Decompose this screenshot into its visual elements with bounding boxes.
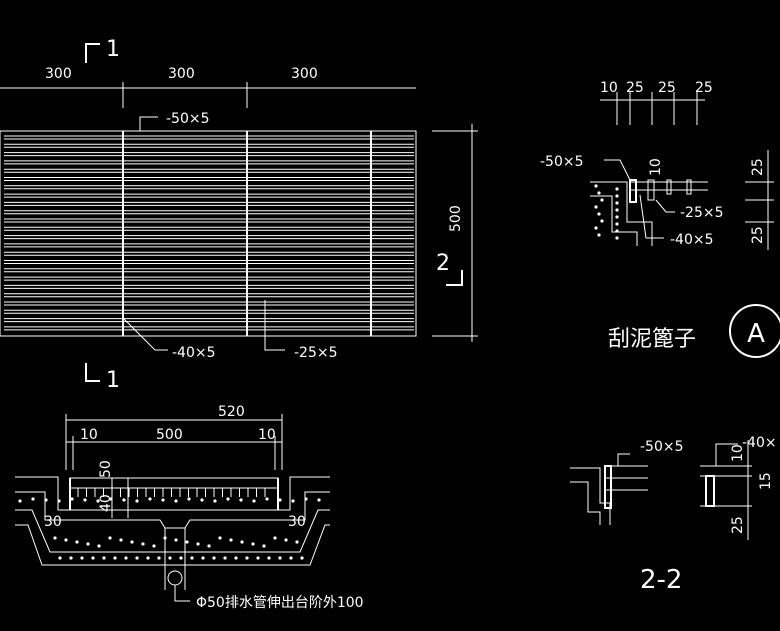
s2-bar-40x5 bbox=[705, 475, 715, 507]
trench-subbase-outline bbox=[15, 524, 330, 566]
section-2-2: -50×5 -40× 10 15 25 2-2 bbox=[570, 435, 777, 595]
svg-text:25: 25 bbox=[730, 516, 746, 534]
svg-text:25: 25 bbox=[750, 226, 766, 244]
detail-callout-letter: A bbox=[747, 319, 765, 349]
svg-text:-50×5: -50×5 bbox=[540, 154, 584, 170]
svg-text:25: 25 bbox=[658, 80, 676, 96]
svg-text:1: 1 bbox=[106, 37, 120, 62]
svg-text:25: 25 bbox=[695, 80, 713, 96]
leader-bottom-right bbox=[264, 300, 285, 351]
section-1-1: 520 10 500 10 50 40 30 30 Φ50排水管伸出台阶外100 bbox=[15, 404, 364, 611]
bar-25x5-c bbox=[686, 179, 692, 195]
plan-top-dimensions: 300 300 300 bbox=[0, 66, 416, 108]
curb-outline bbox=[590, 181, 653, 246]
section-mark-2: 2 bbox=[436, 251, 463, 286]
dim-300-b: 300 bbox=[168, 66, 195, 82]
dim-300-a: 300 bbox=[45, 66, 72, 82]
grate-section bbox=[69, 477, 279, 489]
svg-text:10: 10 bbox=[600, 80, 618, 96]
svg-text:10: 10 bbox=[80, 427, 98, 443]
svg-text:-40×: -40× bbox=[742, 435, 777, 451]
section-mark-1-bottom: 1 bbox=[85, 363, 120, 393]
detail-a-top-dims: 10 25 25 25 bbox=[600, 80, 713, 125]
leader-a1 bbox=[604, 159, 631, 181]
grate-plan bbox=[0, 130, 417, 337]
detail-callout-circle bbox=[729, 304, 780, 358]
svg-text:-50×5: -50×5 bbox=[640, 439, 684, 455]
detail-a-right-dims: 25 25 bbox=[745, 150, 774, 250]
leader-top-text: -50×5 bbox=[166, 111, 210, 127]
svg-text:10: 10 bbox=[730, 444, 746, 462]
svg-text:1: 1 bbox=[106, 368, 120, 393]
section-2-title: 2-2 bbox=[640, 565, 682, 595]
dim-300-c: 300 bbox=[291, 66, 318, 82]
svg-text:25: 25 bbox=[626, 80, 644, 96]
svg-text:50: 50 bbox=[98, 460, 114, 478]
section-mark-1-top: 1 bbox=[85, 37, 120, 63]
svg-text:-25×5: -25×5 bbox=[680, 205, 724, 221]
concrete-hatch bbox=[594, 184, 619, 240]
plan-right-dimension: 500 bbox=[432, 124, 478, 342]
curb-inner bbox=[590, 195, 638, 246]
leader-a2 bbox=[655, 199, 675, 213]
svg-text:30: 30 bbox=[44, 514, 62, 530]
drain-pipe-circle bbox=[167, 570, 183, 586]
svg-text:2: 2 bbox=[436, 251, 450, 276]
svg-text:10: 10 bbox=[258, 427, 276, 443]
leader-a3 bbox=[639, 194, 664, 239]
detail-a: 10 25 25 25 -50×5 10 -25×5 -40×5 25 25 bbox=[540, 80, 780, 358]
trench-top-outline bbox=[15, 476, 330, 511]
svg-text:10: 10 bbox=[648, 158, 664, 176]
leader-bottom-right-text: -25×5 bbox=[294, 345, 338, 361]
leader-bottom-left bbox=[122, 317, 168, 351]
flat-bars bbox=[4, 135, 414, 331]
svg-text:30: 30 bbox=[288, 514, 306, 530]
trench-base-outline bbox=[15, 509, 330, 553]
s2-bar-50x5 bbox=[604, 465, 612, 509]
svg-text:500: 500 bbox=[156, 427, 183, 443]
dim-500: 500 bbox=[448, 205, 464, 232]
gravel-hatch bbox=[18, 497, 321, 560]
s2-leader-1 bbox=[617, 453, 630, 466]
grate-outline bbox=[0, 130, 417, 337]
leader-top bbox=[139, 116, 158, 131]
trench-inner-outline bbox=[15, 491, 330, 529]
dim-520: 520 bbox=[218, 404, 245, 420]
svg-text:15: 15 bbox=[758, 472, 774, 490]
s2-leader-2 bbox=[715, 443, 738, 466]
bar-50x5 bbox=[629, 179, 637, 203]
svg-text:-40×5: -40×5 bbox=[670, 232, 714, 248]
drain-leader bbox=[174, 585, 190, 602]
drain-note: Φ50排水管伸出台阶外100 bbox=[196, 595, 364, 611]
svg-text:25: 25 bbox=[750, 158, 766, 176]
s2-curb-outline bbox=[570, 467, 611, 525]
detail-title: 刮泥篦子 bbox=[608, 327, 696, 352]
bar-25x5-b bbox=[666, 179, 672, 195]
bar-25x5-a bbox=[647, 179, 655, 201]
leader-bottom-left-text: -40×5 bbox=[172, 345, 216, 361]
s2-curb-inner bbox=[570, 481, 601, 525]
svg-text:40: 40 bbox=[98, 494, 114, 512]
